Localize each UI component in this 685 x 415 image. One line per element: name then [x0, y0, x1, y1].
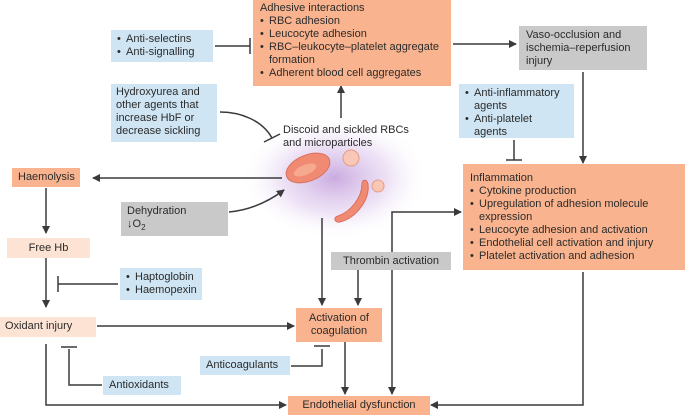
inflammation-item-platelet: Platelet activation and adhesion [470, 250, 678, 263]
discoid-rbc-highlight [293, 163, 317, 177]
inflammation-item-cytokine: Cytokine production [470, 185, 678, 198]
activation-of-coagulation-box: Activation of coagulation [296, 308, 382, 342]
down-arrow-icon: ↓ [127, 218, 133, 230]
free-hb-text: Free Hb [28, 242, 69, 254]
inflammation-title: Inflammation [470, 172, 533, 184]
adhesive-item-adherent-aggregates: Adherent blood cell aggregates [260, 67, 444, 80]
adhesive-item-leucocyte-adhesion: Leucocyte adhesion [260, 28, 444, 41]
vaso-occlusion-text: Vaso-occlusion and ischemia–reperfusion … [526, 29, 631, 67]
rbc-microparticles-label: Discoid and sickled RBCs and micropartic… [283, 124, 413, 150]
endothelial-dysfunction-text: Endothelial dysfunction [302, 399, 416, 411]
antioxidants-text: Antioxidants [109, 379, 169, 391]
endothelial-dysfunction-box: Endothelial dysfunction [288, 396, 430, 415]
haemolysis-box: Haemolysis [12, 168, 80, 187]
activation-of-coagulation-text: Activation of coagulation [309, 312, 369, 337]
inflammation-item-adhesion-molecules: Upregulation of adhesion molecule expres… [470, 198, 678, 224]
dehydration-box: Dehydration ↓O2 [121, 202, 228, 236]
anti-platelet-item: Anti-platelet agents [465, 113, 568, 139]
haptoglobin-box: Haptoglobin Haemopexin [120, 268, 202, 300]
anti-inflammatory-box: Anti-inflammatory agents Anti-platelet a… [459, 84, 574, 138]
adhesive-interactions-list: RBC adhesion Leucocyte adhesion RBC–leuk… [260, 15, 444, 80]
vaso-occlusion-box: Vaso-occlusion and ischemia–reperfusion … [519, 26, 647, 70]
anti-inflammatory-item: Anti-inflammatory agents [465, 87, 568, 113]
anticoagulants-box: Anticoagulants [200, 356, 290, 375]
antioxidants-box: Antioxidants [103, 376, 181, 395]
dehydration-line1: Dehydration [127, 205, 187, 217]
haemopexin-item: Haemopexin [126, 284, 197, 297]
sickled-rbc [334, 179, 369, 223]
oxidant-injury-text: Oxidant injury [5, 320, 73, 332]
haptoglobin-item: Haptoglobin [126, 271, 196, 284]
inflammation-list: Cytokine production Upregulation of adhe… [470, 185, 678, 263]
thrombin-activation-text: Thrombin activation [343, 255, 439, 267]
adhesive-item-rbc-adhesion: RBC adhesion [260, 15, 444, 28]
anti-selectins-box: Anti-selectins Anti-signalling [111, 30, 213, 62]
adhesive-interactions-title: Adhesive interactions [260, 2, 365, 14]
haemolysis-text: Haemolysis [18, 171, 75, 183]
microparticle-1 [342, 149, 360, 167]
oxidant-injury-box: Oxidant injury [0, 317, 96, 337]
rbc-microparticles-text: Discoid and sickled RBCs and micropartic… [283, 124, 409, 149]
oxygen-symbol: O [132, 218, 142, 230]
anti-signalling-item: Anti-signalling [117, 46, 207, 59]
anti-selectins-item: Anti-selectins [117, 33, 207, 46]
microparticle-glow [240, 116, 430, 240]
hydroxyurea-box: Hydroxyurea and other agents that increa… [111, 84, 217, 142]
anti-selectins-list: Anti-selectins Anti-signalling [117, 33, 207, 59]
hydroxyurea-text: Hydroxyurea and other agents that increa… [116, 86, 201, 137]
anti-inflammatory-list: Anti-inflammatory agents Anti-platelet a… [465, 87, 568, 139]
haptoglobin-list: Haptoglobin Haemopexin [126, 271, 197, 297]
thrombin-activation-box: Thrombin activation [331, 252, 451, 270]
oxygen-subscript: 2 [141, 223, 146, 233]
hypoxia-label: ↓O2 [127, 218, 222, 234]
inflammation-box: Inflammation Cytokine production Upregul… [463, 164, 685, 270]
inflammation-item-leucocyte: Leucocyte adhesion and activation [470, 224, 678, 237]
anticoagulants-text: Anticoagulants [206, 359, 279, 371]
adhesive-interactions-box: Adhesive interactions RBC adhesion Leuco… [253, 0, 451, 86]
free-hb-box: Free Hb [7, 238, 90, 258]
adhesive-item-aggregate-formation: RBC–leukocyte–platelet aggregate formati… [260, 41, 444, 67]
inflammation-item-endothelial: Endothelial cell activation and injury [470, 237, 678, 250]
microparticle-2 [371, 179, 385, 193]
